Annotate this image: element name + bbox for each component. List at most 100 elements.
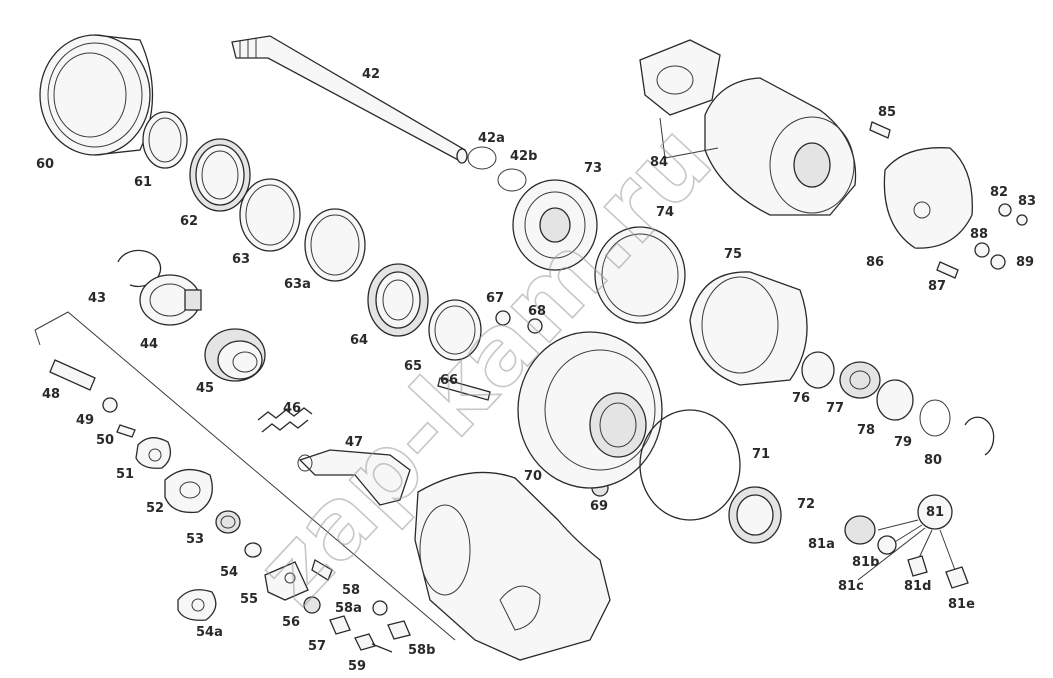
label-43: 43 xyxy=(88,291,106,306)
part-88-plug xyxy=(974,242,990,258)
label-83: 83 xyxy=(1018,194,1036,209)
label-73: 73 xyxy=(584,161,602,176)
label-62: 62 xyxy=(180,214,198,229)
label-79: 79 xyxy=(894,435,912,450)
part-54a-gasket xyxy=(177,589,217,621)
part-87-bolt xyxy=(936,261,959,279)
label-56: 56 xyxy=(282,615,300,630)
part-81e-plate xyxy=(945,566,969,589)
part-73-plate xyxy=(512,179,598,271)
part-46-spring xyxy=(257,407,313,433)
part-61-ring xyxy=(142,111,188,169)
label-81: 81 xyxy=(926,505,944,520)
part-89-plug xyxy=(990,254,1006,270)
part-56-fitting xyxy=(303,596,321,614)
part-82-nut xyxy=(998,203,1012,217)
label-67: 67 xyxy=(486,291,504,306)
label-55: 55 xyxy=(240,592,258,607)
part-81d-pin xyxy=(907,555,928,577)
part-58-bolt xyxy=(311,559,333,581)
part-62-bearing xyxy=(189,138,251,212)
part-housing-gasket xyxy=(414,471,611,661)
label-42b: 42b xyxy=(510,149,537,164)
part-60-cover xyxy=(39,34,154,156)
label-57: 57 xyxy=(308,639,326,654)
part-81a-gear xyxy=(844,515,876,545)
label-76: 76 xyxy=(792,391,810,406)
label-66: 66 xyxy=(440,373,458,388)
part-45-gear xyxy=(204,328,266,382)
part-86-cover-plate xyxy=(883,147,973,249)
part-65-ring xyxy=(428,299,482,361)
part-50-bolt xyxy=(116,424,136,438)
part-85-bolt xyxy=(869,121,891,139)
label-85: 85 xyxy=(878,105,896,120)
part-55-valve-housing xyxy=(264,561,309,601)
label-86: 86 xyxy=(866,255,884,270)
part-67-bolt xyxy=(495,310,511,326)
label-87: 87 xyxy=(928,279,946,294)
part-68-washer xyxy=(527,318,543,334)
label-74: 74 xyxy=(656,205,674,220)
part-42a-snap-ring xyxy=(467,146,497,170)
label-70: 70 xyxy=(524,469,542,484)
part-79-ring xyxy=(919,399,951,437)
part-80-snap-ring xyxy=(964,416,995,456)
part-wheel-housing xyxy=(704,77,857,216)
part-81-kit-callout xyxy=(857,494,956,581)
label-58a: 58a xyxy=(335,601,362,616)
assembly-frame-line xyxy=(34,311,456,641)
part-52-cover xyxy=(164,468,213,514)
label-51: 51 xyxy=(116,467,134,482)
part-70-hub xyxy=(517,331,663,489)
part-63-ring xyxy=(239,178,301,252)
part-76-washer xyxy=(801,351,835,389)
part-42b-snap-ring xyxy=(497,168,527,192)
label-75: 75 xyxy=(724,247,742,262)
label-78: 78 xyxy=(857,423,875,438)
label-63a: 63a xyxy=(284,277,311,292)
part-64-bearing xyxy=(367,263,429,337)
label-88: 88 xyxy=(970,227,988,242)
label-45: 45 xyxy=(196,381,214,396)
part-47-shift-fork xyxy=(297,449,411,506)
part-42-shaft xyxy=(231,35,468,164)
label-80: 80 xyxy=(924,453,942,468)
label-48: 48 xyxy=(42,387,60,402)
part-66-bolt xyxy=(437,377,491,401)
part-81b-washer xyxy=(877,535,897,555)
label-71: 71 xyxy=(752,447,770,462)
label-65: 65 xyxy=(404,359,422,374)
part-58b-fitting xyxy=(387,620,411,640)
part-54-plug xyxy=(244,542,262,558)
label-81a: 81a xyxy=(808,537,835,552)
part-71-o-ring xyxy=(639,409,741,521)
label-69: 69 xyxy=(590,499,608,514)
part-53-bushing xyxy=(215,510,241,534)
part-48-pin xyxy=(49,359,96,391)
part-77-planet-gear xyxy=(839,361,881,399)
label-52: 52 xyxy=(146,501,164,516)
part-44-gear-ring xyxy=(139,274,202,326)
label-82: 82 xyxy=(990,185,1008,200)
label-64: 64 xyxy=(350,333,368,348)
part-59-sensor xyxy=(354,633,393,653)
label-81c: 81c xyxy=(838,579,864,594)
label-42: 42 xyxy=(362,67,380,82)
label-77: 77 xyxy=(826,401,844,416)
label-54a: 54a xyxy=(196,625,223,640)
label-54: 54 xyxy=(220,565,238,580)
label-63: 63 xyxy=(232,252,250,267)
part-84-planet-carrier xyxy=(639,39,721,116)
part-51-gasket xyxy=(135,437,172,469)
label-49: 49 xyxy=(76,413,94,428)
label-46: 46 xyxy=(283,401,301,416)
label-89: 89 xyxy=(1016,255,1034,270)
label-59: 59 xyxy=(348,659,366,674)
label-42a: 42a xyxy=(478,131,505,146)
part-57-fitting xyxy=(329,615,351,635)
part-49-nut xyxy=(102,397,118,413)
label-44: 44 xyxy=(140,337,158,352)
label-50: 50 xyxy=(96,433,114,448)
